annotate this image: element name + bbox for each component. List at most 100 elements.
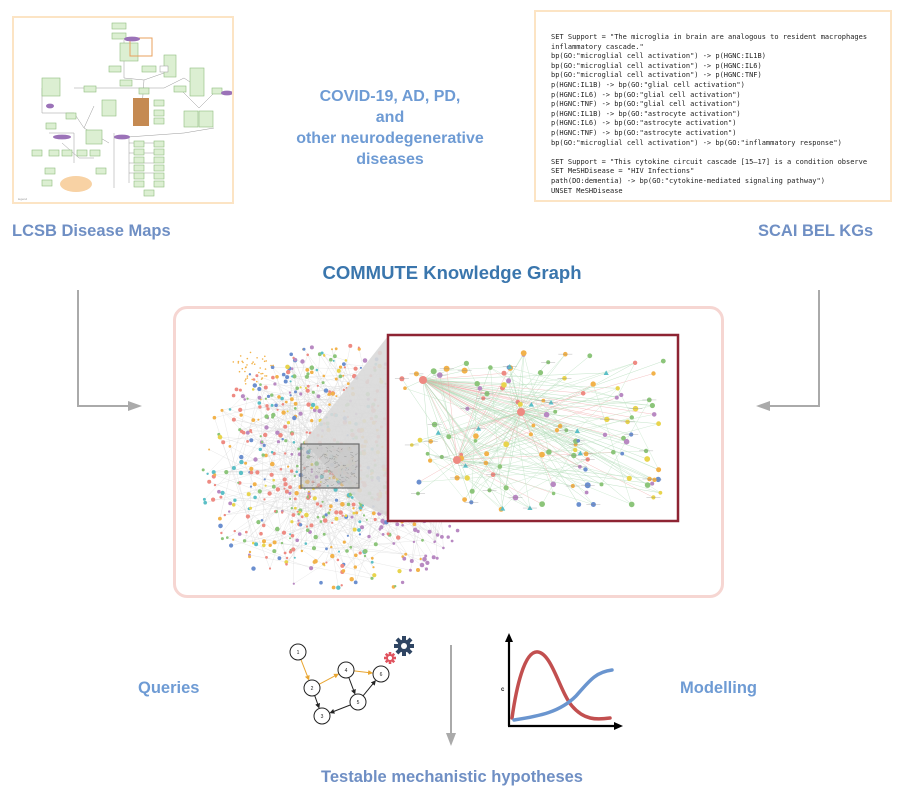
graph-node bbox=[484, 451, 490, 457]
right-source-connector bbox=[770, 290, 820, 407]
graph-node bbox=[311, 390, 315, 394]
graph-node bbox=[241, 360, 243, 363]
graph-node bbox=[310, 419, 314, 423]
graph-node bbox=[290, 469, 294, 473]
graph-node bbox=[448, 524, 452, 528]
query-node: 1 bbox=[289, 643, 307, 661]
graph-node bbox=[614, 395, 619, 400]
graph-node bbox=[416, 529, 420, 533]
graph-node bbox=[297, 512, 300, 516]
graph-node bbox=[363, 549, 368, 554]
graph-node bbox=[238, 470, 244, 476]
graph-node bbox=[231, 503, 236, 507]
graph-node bbox=[239, 413, 243, 417]
y-axis-arrowhead-icon bbox=[505, 633, 513, 642]
graph-node bbox=[428, 458, 433, 463]
graph-node bbox=[315, 502, 320, 506]
graph-node bbox=[422, 557, 427, 562]
graph-node bbox=[520, 350, 527, 356]
graph-node bbox=[328, 390, 331, 394]
graph-node bbox=[270, 403, 274, 407]
graph-node bbox=[289, 394, 292, 397]
graph-node bbox=[258, 447, 262, 452]
graph-node bbox=[220, 408, 224, 412]
graph-node bbox=[289, 380, 292, 383]
graph-node bbox=[312, 496, 317, 501]
graph-node bbox=[264, 414, 269, 419]
graph-node bbox=[424, 567, 428, 571]
graph-node bbox=[338, 510, 343, 515]
graph-node bbox=[324, 513, 328, 517]
graph-node bbox=[338, 365, 343, 369]
graph-node bbox=[304, 374, 309, 379]
graph-node bbox=[488, 365, 493, 370]
graph-node bbox=[400, 580, 405, 585]
bel-code-line: SET Support = "The microglia in brain ar… bbox=[551, 33, 868, 41]
graph-node bbox=[228, 408, 232, 411]
graph-node bbox=[288, 491, 292, 495]
graph-node bbox=[239, 454, 244, 460]
graph-node bbox=[217, 434, 223, 440]
graph-node bbox=[651, 371, 656, 376]
graph-node bbox=[280, 541, 284, 545]
graph-node bbox=[503, 485, 509, 491]
graph-node bbox=[277, 395, 281, 399]
graph-node bbox=[576, 502, 582, 507]
graph-node bbox=[221, 440, 226, 445]
graph-node bbox=[309, 566, 314, 571]
zoom-projection-wedge bbox=[304, 336, 388, 517]
graph-node bbox=[268, 567, 272, 570]
graph-node bbox=[249, 438, 254, 443]
graph-node bbox=[276, 408, 279, 411]
graph-node bbox=[293, 474, 296, 478]
graph-node bbox=[355, 511, 359, 515]
graph-node bbox=[531, 423, 536, 428]
graph-node bbox=[548, 399, 554, 405]
graph-node bbox=[288, 391, 291, 394]
graph-node bbox=[312, 408, 317, 412]
graph-node bbox=[237, 532, 242, 536]
graph-node bbox=[308, 495, 312, 498]
graph-node bbox=[319, 504, 323, 508]
graph-node bbox=[256, 380, 258, 383]
graph-node bbox=[233, 529, 236, 533]
graph-node bbox=[267, 491, 272, 496]
graph-node bbox=[270, 393, 274, 397]
graph-node bbox=[501, 370, 507, 376]
graph-node bbox=[263, 432, 268, 438]
graph-node bbox=[573, 447, 578, 453]
graph-node bbox=[249, 466, 254, 471]
graph-node bbox=[577, 450, 583, 456]
graph-node bbox=[212, 415, 217, 420]
graph-node bbox=[342, 540, 346, 544]
graph-node bbox=[316, 394, 321, 399]
graph-node bbox=[249, 430, 252, 433]
graph-node bbox=[262, 539, 266, 544]
graph-node bbox=[281, 511, 284, 514]
graph-node bbox=[307, 490, 310, 493]
graph-node bbox=[259, 367, 261, 369]
graph-node bbox=[254, 542, 259, 547]
graph-node bbox=[315, 368, 319, 372]
query-node-label: 3 bbox=[321, 714, 324, 720]
graph-node bbox=[341, 514, 344, 517]
graph-node bbox=[290, 367, 294, 370]
graph-node bbox=[268, 543, 272, 547]
graph-node bbox=[251, 388, 255, 391]
graph-node bbox=[580, 391, 586, 396]
graph-node bbox=[237, 362, 240, 364]
graph-node bbox=[283, 482, 287, 487]
graph-node bbox=[263, 498, 266, 501]
graph-node bbox=[442, 546, 445, 550]
graph-node bbox=[446, 535, 450, 539]
graph-node bbox=[245, 514, 250, 519]
knowledge-graph-title: COMMUTE Knowledge Graph bbox=[322, 262, 582, 283]
graph-node bbox=[244, 380, 246, 382]
graph-node bbox=[309, 345, 314, 350]
graph-node bbox=[261, 377, 264, 379]
graph-node bbox=[241, 367, 244, 370]
graph-node bbox=[271, 484, 276, 489]
graph-node bbox=[425, 560, 430, 565]
graph-node bbox=[419, 557, 422, 561]
graph-node bbox=[331, 521, 334, 524]
